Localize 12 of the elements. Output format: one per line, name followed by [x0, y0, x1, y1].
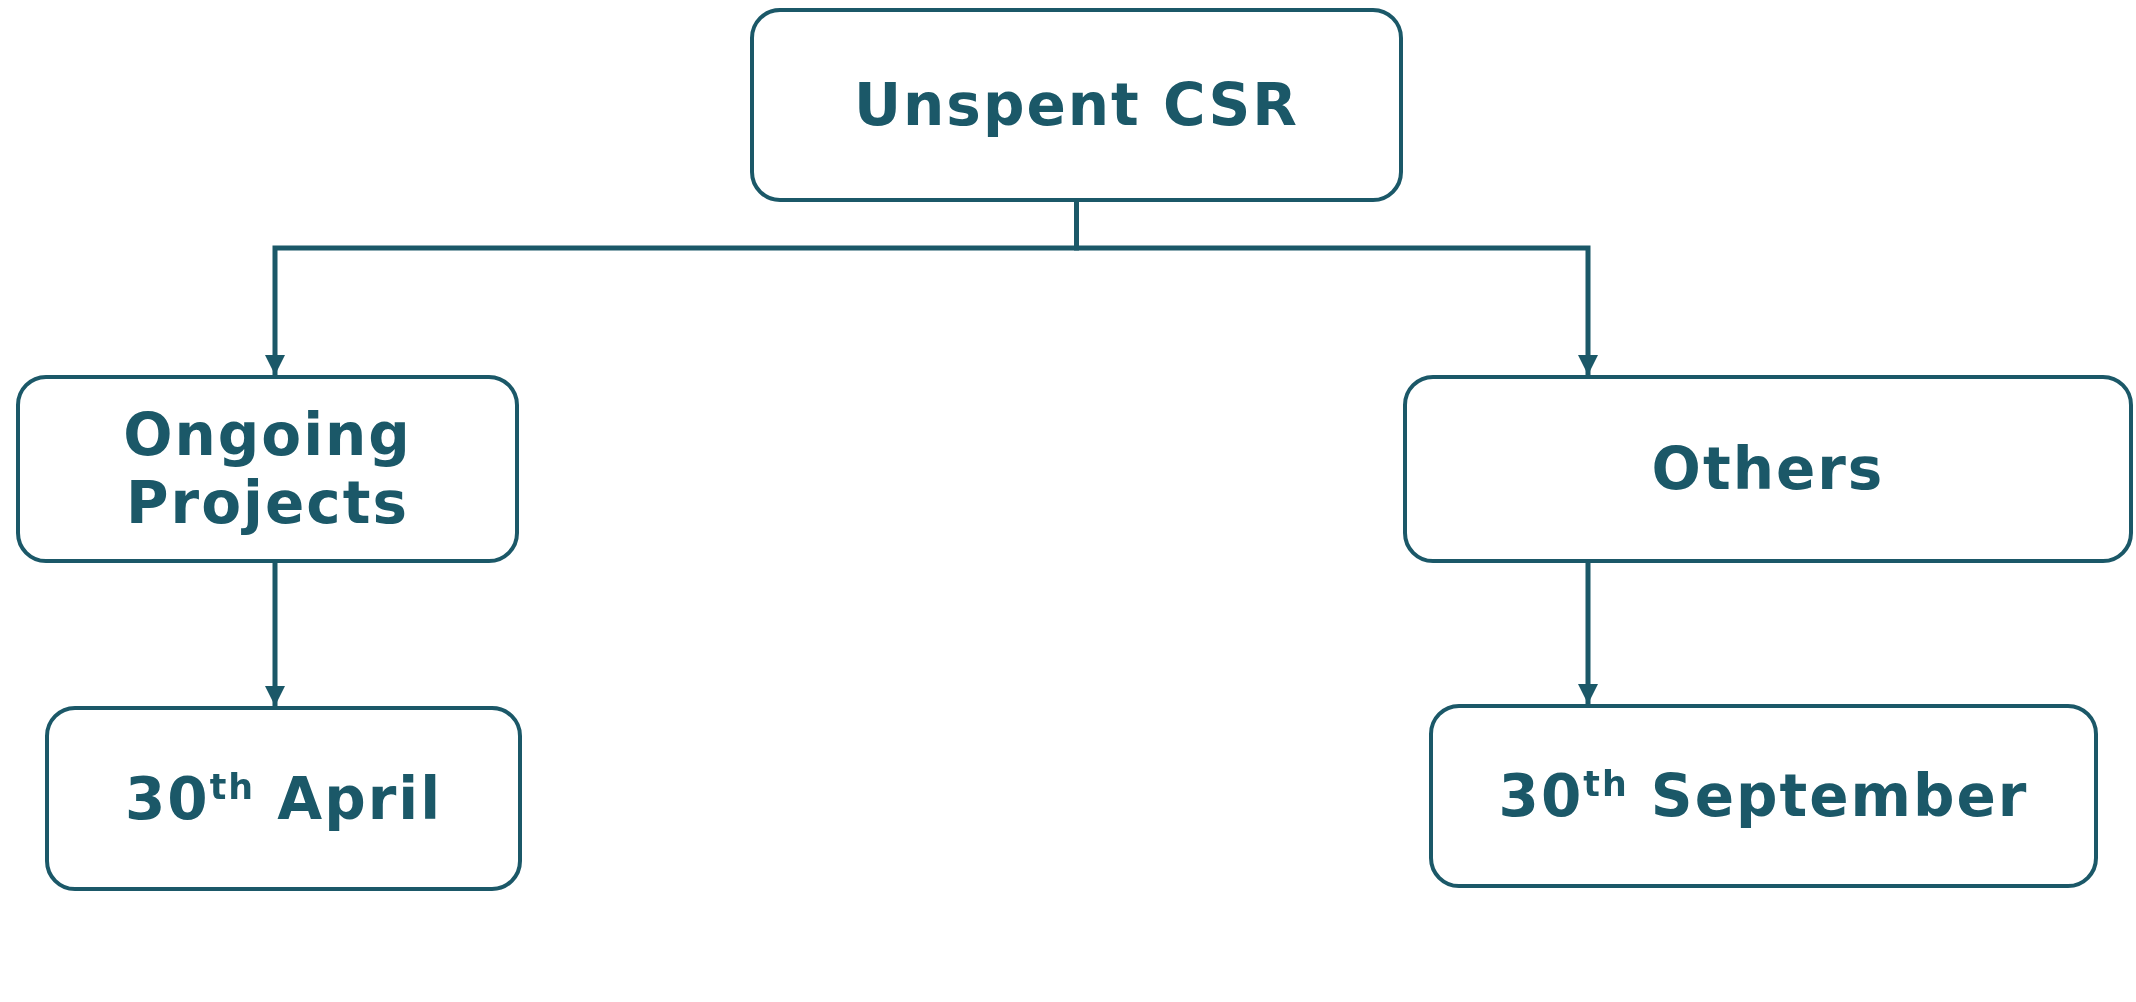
arrow — [265, 563, 285, 706]
box-label: Ongoing Projects — [122, 401, 413, 537]
box-label: Others — [1651, 435, 1885, 503]
rounded-box — [45, 706, 522, 891]
arrow — [1578, 563, 1598, 704]
box-label: 30$^{th}$ April — [124, 764, 443, 833]
rounded-box — [1429, 704, 2098, 888]
rounded-box — [16, 375, 519, 563]
rounded-box — [1403, 375, 2133, 563]
rounded-box — [750, 8, 1403, 202]
box-label: Unspent CSR — [853, 71, 1300, 139]
box-label: 30$^{th}$ September — [1498, 762, 2029, 830]
